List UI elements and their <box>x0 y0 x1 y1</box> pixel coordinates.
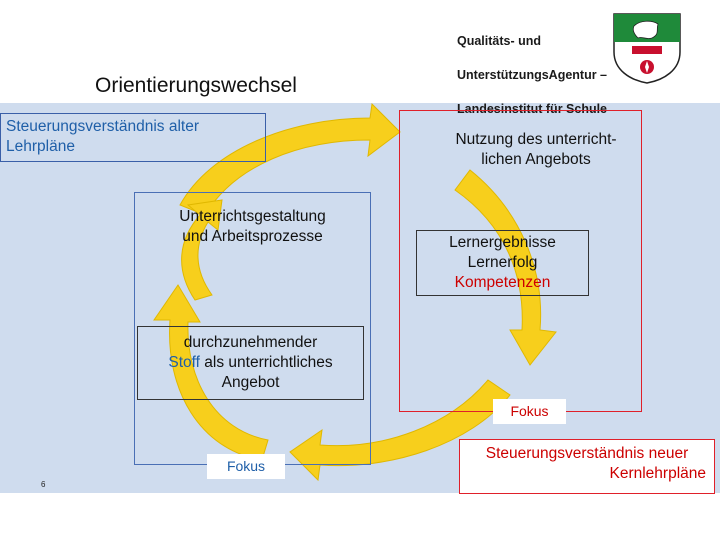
learning-results-box: Lernergebnisse Lernerfolg Kompetenzen <box>416 230 589 296</box>
old-curriculum-box: Steuerungsverständnis alter Lehrpläne <box>0 113 266 162</box>
teaching-design-label: Unterrichtsgestaltung und Arbeitsprozess… <box>150 207 355 247</box>
use-offer-line-2: lichen Angebots <box>481 151 591 168</box>
logo-line-3: Landesinstitut für Schule <box>457 102 608 116</box>
page-number: 6 <box>41 480 46 489</box>
background-panel <box>0 103 720 493</box>
arrow-top <box>179 102 401 216</box>
focus-right-label: Fokus <box>493 399 566 424</box>
material-line-2: Stoff als unterrichtliches <box>138 353 363 373</box>
old-curriculum-line-2: Lehrpläne <box>6 138 75 155</box>
arrow-inner-left <box>181 199 223 301</box>
use-offer-label: Nutzung des unterricht- lichen Angebots <box>436 130 636 170</box>
results-line-3: Kompetenzen <box>454 274 551 291</box>
results-line-2: Lernerfolg <box>467 254 538 271</box>
teaching-design-line-2: und Arbeitsprozesse <box>182 228 323 245</box>
nrw-crest-icon <box>613 13 681 84</box>
new-curriculum-line-2: Kernlehrpläne <box>609 465 706 482</box>
new-curriculum-box: Steuerungsverständnis neuer Kernlehrplän… <box>459 439 715 494</box>
arrow-right <box>454 169 557 366</box>
new-curriculum-line-1: Steuerungsverständnis neuer <box>485 445 689 462</box>
material-stoff-word: Stoff <box>168 354 200 371</box>
focus-left-label: Fokus <box>207 454 285 479</box>
arrow-left <box>153 284 269 461</box>
results-line-1: Lernergebnisse <box>449 234 556 251</box>
use-offer-line-1: Nutzung des unterricht- <box>455 131 617 148</box>
material-line-1: durchzunehmender <box>183 334 318 351</box>
logo-line-1: Qualitäts- und <box>457 34 542 48</box>
material-line-3: Angebot <box>221 374 280 391</box>
page-title: Orientierungswechsel <box>95 74 297 97</box>
institution-logo-text: Qualitäts- und UnterstützungsAgentur – L… <box>457 16 607 135</box>
arrow-bottom <box>289 379 511 482</box>
material-box: durchzunehmender Stoff als unterrichtlic… <box>137 326 364 400</box>
teaching-design-line-1: Unterrichtsgestaltung <box>179 208 326 225</box>
old-curriculum-line-1: Steuerungsverständnis alter <box>6 118 200 135</box>
logo-line-2: UnterstützungsAgentur – <box>457 68 607 82</box>
material-line-2-rest: als unterrichtliches <box>199 354 333 371</box>
